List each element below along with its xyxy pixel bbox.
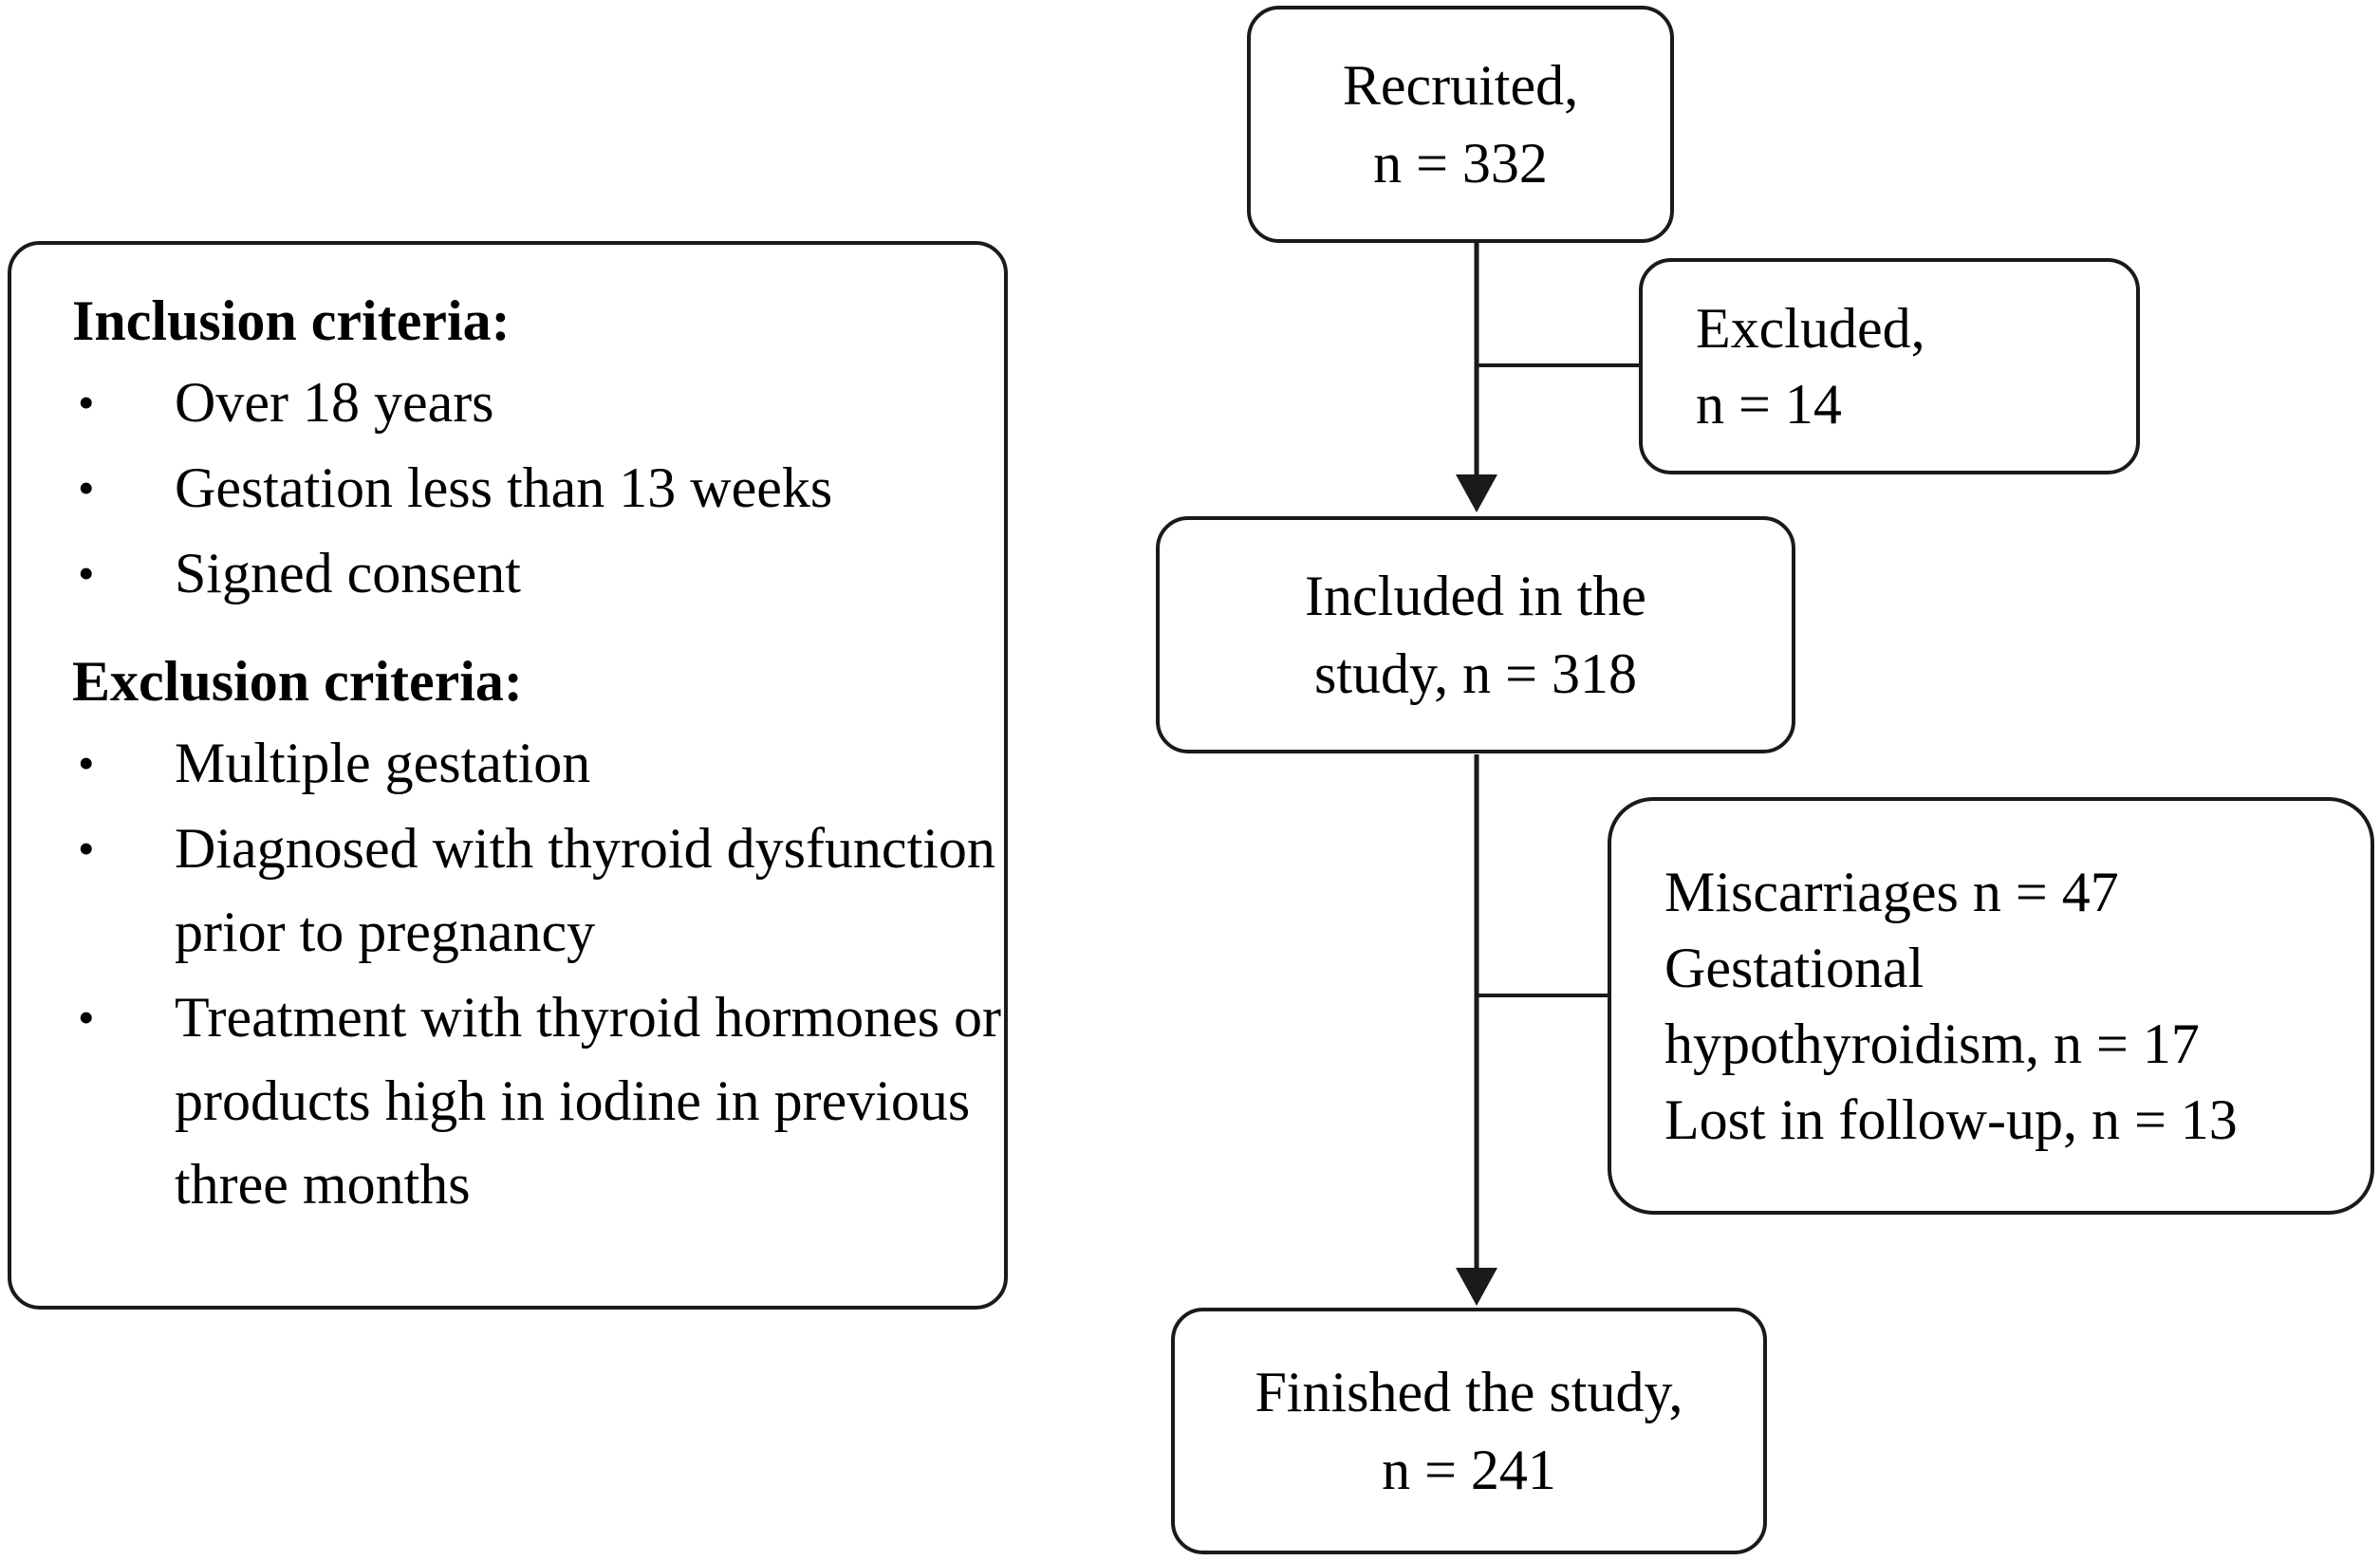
finished-label: Finished the study, (1255, 1361, 1683, 1423)
exclusion-item-text: Multiple gestation (175, 732, 591, 794)
finished-box: Finished the study, n = 241 (1171, 1308, 1767, 1554)
bullet-icon: • (78, 376, 95, 429)
miscarriages-text: Miscarriages n = 47 (1664, 861, 2119, 923)
recruited-count: n = 332 (1373, 132, 1548, 195)
bullet-icon: • (78, 991, 95, 1044)
inclusion-item-text: Gestation less than 13 weeks (175, 456, 833, 519)
recruited-label: Recruited, (1342, 54, 1579, 117)
bullet-icon: • (78, 547, 95, 600)
arrowhead-to-finished-icon (1456, 1268, 1497, 1306)
included-count: study, n = 318 (1314, 642, 1637, 705)
bullet-icon: • (78, 736, 95, 790)
arrowhead-to-included-icon (1456, 474, 1497, 512)
inclusion-item: • Over 18 years (72, 361, 1004, 444)
exclusion-item-text: Treatment with thyroid hormones or produ… (175, 986, 1002, 1216)
inclusion-item: • Signed consent (72, 531, 1004, 615)
excluded-box: Excluded, n = 14 (1639, 258, 2140, 474)
recruited-box: Recruited, n = 332 (1247, 6, 1674, 243)
inclusion-criteria-heading: Inclusion criteria: (72, 289, 511, 352)
bullet-icon: • (78, 461, 95, 514)
included-label: Included in the (1305, 565, 1646, 627)
exclusion-item: • Multiple gestation (72, 721, 1004, 805)
exclusion-item-text: Diagnosed with thyroid dysfunction prior… (175, 817, 995, 963)
criteria-box: Inclusion criteria: • Over 18 years • Ge… (8, 241, 1008, 1310)
hypothyroidism-text: hypothyroidism, n = 17 (1664, 1013, 2200, 1075)
exclusion-item: • Treatment with thyroid hormones or pro… (72, 976, 1004, 1226)
lost-follow-up-text: Lost in follow-up, n = 13 (1664, 1088, 2238, 1151)
exclusion-criteria-heading: Exclusion criteria: (72, 650, 523, 713)
dropouts-box: Miscarriages n = 47 Gestational hypothyr… (1608, 797, 2374, 1215)
excluded-label: Excluded, (1696, 297, 1925, 360)
exclusion-criteria-list: • Multiple gestation • Diagnosed with th… (72, 721, 1004, 1226)
finished-count: n = 241 (1382, 1439, 1556, 1501)
bullet-icon: • (78, 822, 95, 875)
inclusion-item-text: Signed consent (175, 542, 521, 604)
inclusion-item-text: Over 18 years (175, 371, 494, 434)
included-box: Included in the study, n = 318 (1156, 516, 1795, 753)
gestational-text: Gestational (1664, 937, 1924, 999)
excluded-count: n = 14 (1696, 373, 1842, 436)
inclusion-criteria-list: • Over 18 years • Gestation less than 13… (72, 361, 1004, 615)
inclusion-item: • Gestation less than 13 weeks (72, 446, 1004, 530)
exclusion-item: • Diagnosed with thyroid dysfunction pri… (72, 807, 1004, 974)
